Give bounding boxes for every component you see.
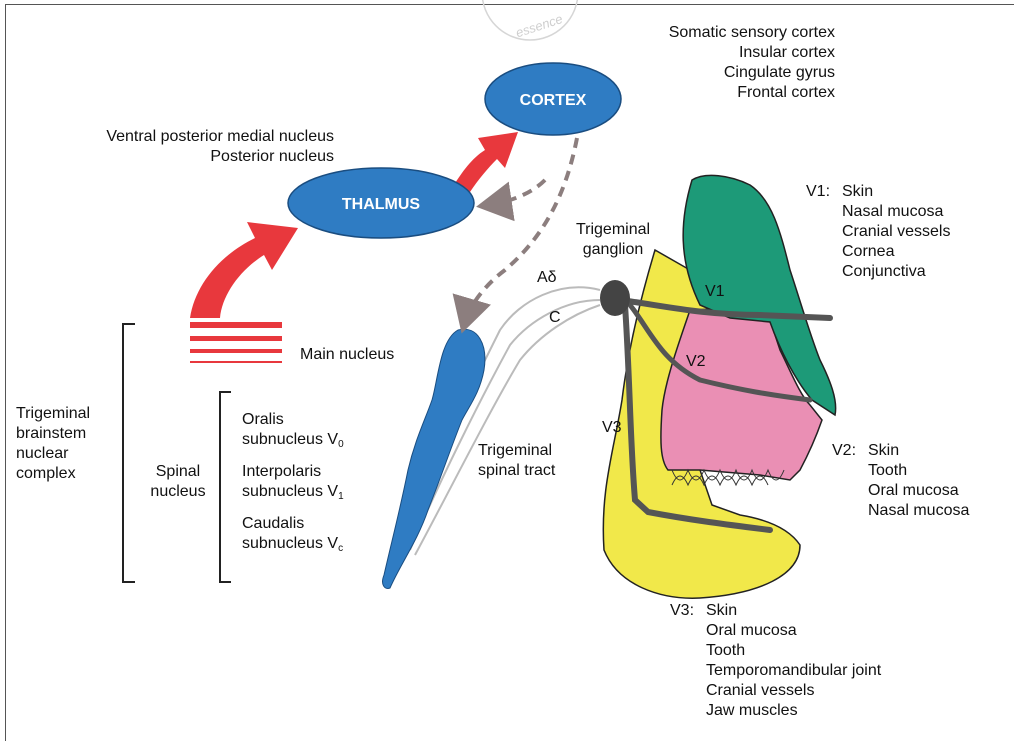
subnucleus-caudalis: Caudalis subnucleus Vc: [242, 514, 343, 554]
v1-heading: V1:: [806, 183, 830, 200]
thalamus-node: THALMUS: [288, 168, 474, 238]
fiber-a-delta-label: Aδ: [537, 268, 557, 288]
red-bar-2: [190, 336, 282, 341]
v3-innervation: V3: Skin Oral mucosa Tooth Temporomandib…: [670, 601, 694, 621]
cortex-target: Frontal cortex: [590, 83, 835, 103]
face-v2-label: V2: [686, 352, 706, 372]
subnucleus-oralis: Oralis subnucleus V0: [242, 410, 344, 450]
face-v3-label: V3: [602, 418, 622, 438]
dashed-arrow-cortex-to-thalamus: [488, 180, 545, 205]
cortex-targets: Somatic sensory cortex Insular cortex Ci…: [590, 23, 835, 103]
cortex-target: Cingulate gyrus: [590, 63, 835, 83]
red-bar-1: [190, 322, 282, 328]
cortex-label: CORTEX: [520, 92, 587, 109]
v2-heading: V2:: [832, 442, 856, 459]
thalamus-label: THALMUS: [342, 196, 421, 213]
spinal-nucleus-label: Spinal nucleus: [138, 462, 218, 502]
watermark-text: essence: [514, 11, 565, 40]
watermark-seal: essence: [482, 0, 578, 40]
v1-innervation: V1: Skin Nasal mucosa Cranial vessels Co…: [806, 182, 830, 202]
v3-heading: V3:: [670, 602, 694, 619]
spinal-tract-label: Trigeminal spinal tract: [478, 441, 555, 481]
thalamus-nucleus: Ventral posterior medial nucleus: [40, 127, 334, 147]
trigeminal-ganglion: [600, 280, 630, 316]
red-bar-3: [190, 349, 282, 353]
cortex-target: Somatic sensory cortex: [590, 23, 835, 43]
main-nucleus-label: Main nucleus: [300, 345, 394, 365]
subnucleus-interpolaris: Interpolaris subnucleus V1: [242, 462, 344, 502]
bracket-spinal-nucleus: [220, 392, 231, 582]
face-v1-label: V1: [705, 282, 725, 302]
red-arrow-brainstem-to-thalamus: [190, 222, 298, 318]
bracket-brainstem-complex: [123, 324, 135, 582]
thalamus-nuclei: Ventral posterior medial nucleus Posteri…: [40, 127, 334, 167]
cortex-target: Insular cortex: [590, 43, 835, 63]
fiber-c-label: C: [549, 308, 561, 328]
red-bar-4: [190, 361, 282, 363]
red-arrow-thalamus-to-cortex: [452, 132, 518, 192]
thalamus-nucleus: Posterior nucleus: [40, 147, 334, 167]
brainstem-nucleus-column: [383, 329, 485, 588]
ganglion-label: Trigeminal ganglion: [565, 220, 661, 260]
brainstem-complex-label: Trigeminal brainstem nuclear complex: [16, 404, 90, 484]
v2-innervation: V2: Skin Tooth Oral mucosa Nasal mucosa: [832, 441, 856, 461]
